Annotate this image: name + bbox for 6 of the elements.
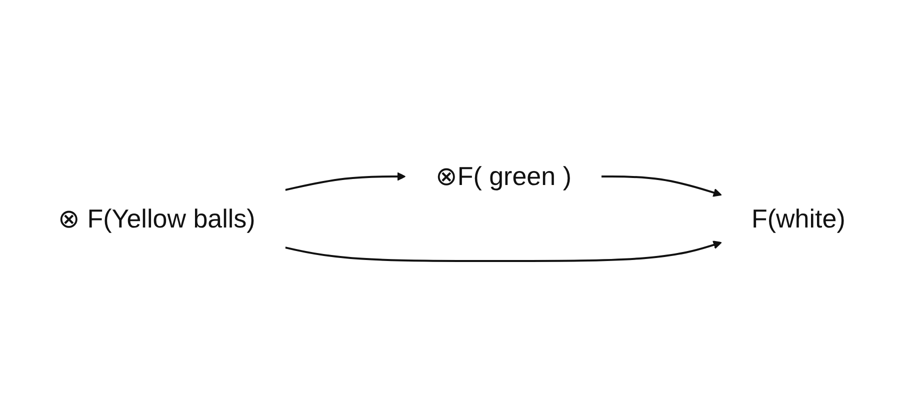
arrow bbox=[285, 240, 722, 262]
node-text: ⊗F( green ) bbox=[436, 161, 572, 191]
arrow bbox=[285, 172, 406, 191]
arrow bbox=[602, 176, 722, 197]
node-text: ⊗ F(Yellow balls) bbox=[58, 203, 256, 234]
node-text: F(white) bbox=[752, 203, 846, 234]
